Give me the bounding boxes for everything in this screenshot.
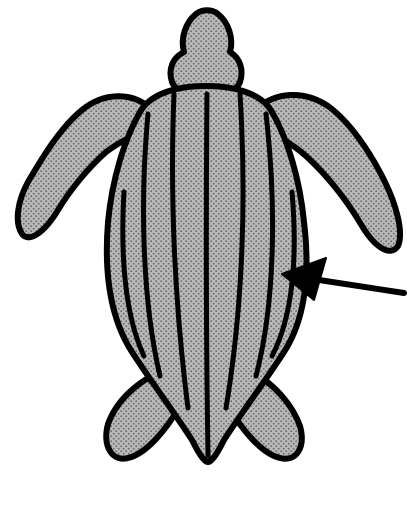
arrow-shaft: [306, 278, 404, 293]
central-ridge: [206, 94, 208, 456]
